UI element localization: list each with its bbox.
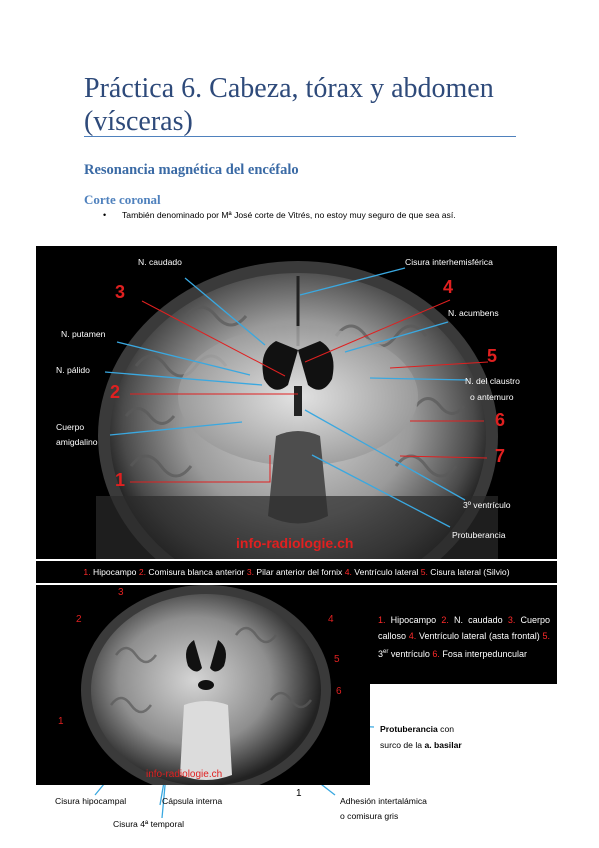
label-amigdalino-2: amigdalino	[56, 437, 98, 447]
label-caudado: N. caudado	[138, 257, 182, 267]
label-adhesion-1: Adhesión intertalámica	[340, 796, 427, 806]
label-protuberancia-2: Protuberancia con	[380, 724, 454, 734]
label-putamen: N. putamen	[61, 329, 106, 339]
caption-num: 1.	[378, 615, 386, 625]
caption-num: 6.	[432, 649, 440, 659]
caption-text: ventrículo	[388, 649, 433, 659]
page-number: 1	[296, 788, 302, 799]
label-palido: N. pálido	[56, 365, 90, 375]
marker-2: 2	[110, 382, 121, 402]
marker-7: 7	[495, 446, 506, 466]
marker-3: 3	[115, 282, 126, 302]
label-surco-bold: a. basilar	[424, 740, 462, 750]
label-surco-basilar: surco de la a. basilar	[380, 740, 462, 750]
brain-mri-image-2: info-radiologie.ch	[81, 585, 331, 795]
marker2-6: 6	[336, 686, 342, 697]
label-monro: Agujero de Monro	[280, 592, 349, 602]
label-3-ventriculo: 3º ventrículo	[463, 500, 511, 510]
marker2-1: 1	[58, 716, 64, 727]
label-protuberancia: Protuberancia	[452, 530, 506, 540]
figure-2-caption-box	[370, 585, 557, 684]
marker-5: 5	[487, 346, 498, 366]
mri-coronal-figure-1: info-radiologie.ch	[36, 246, 557, 611]
label-amigdalino-1: Cuerpo	[56, 422, 85, 432]
brain-mri-image-1: info-radiologie.ch	[96, 261, 498, 611]
watermark-2: info-radiologie.ch	[146, 769, 222, 780]
marker2-5: 5	[334, 654, 340, 665]
caption-text: Hipocampo	[385, 615, 442, 625]
caption-text: Cisura lateral (Silvio)	[427, 567, 510, 577]
figure-1-caption: 1. Hipocampo 2. Comisura blanca anterior…	[36, 561, 557, 583]
caption-num: 1.	[83, 567, 91, 577]
caption-num: 5.	[542, 631, 550, 641]
caption-text: Fosa interpeduncular	[439, 649, 527, 659]
caption-num: 3.	[507, 615, 516, 625]
caption-num: 2.	[138, 567, 147, 577]
label-capsula-interna: Cápsula interna	[162, 796, 223, 806]
bullet-marker: •	[103, 210, 107, 220]
caption-text: Comisura blanca anterior	[146, 567, 247, 577]
section-heading: Resonancia magnética del encéfalo	[84, 162, 299, 178]
caption-text: Ventrículo lateral	[351, 567, 421, 577]
mri-coronal-figure-2: info-radiologie.ch	[36, 585, 370, 795]
caption-text: 3	[378, 649, 384, 659]
watermark-1: info-radiologie.ch	[236, 535, 353, 551]
label-cisura-interhemisferica: Cisura interhemisférica	[405, 257, 493, 267]
caption-superscript: er	[383, 649, 389, 655]
label-adhesion-2: o comisura gris	[340, 811, 399, 821]
label-claustro-2: o antemuro	[470, 392, 514, 402]
title-divider	[84, 136, 516, 137]
caption-text: Hipocampo	[90, 567, 139, 577]
page-title: Práctica 6. Cabeza, tórax y abdomen (vís…	[84, 73, 494, 137]
caption-text: Ventrículo lateral (asta frontal)	[416, 631, 543, 641]
marker-6: 6	[495, 410, 506, 430]
caption-text: Pilar anterior del fornix	[253, 567, 345, 577]
marker2-2: 2	[76, 614, 82, 625]
marker2-4: 4	[328, 614, 334, 625]
caption-num: 2.	[441, 615, 449, 625]
caption-text: N. caudado	[448, 615, 508, 625]
subsection-heading: Corte coronal	[84, 192, 161, 207]
label-surco: surco de la	[380, 740, 425, 750]
label-protuberancia-bold: Protuberancia	[380, 724, 438, 734]
label-cisura-hipocampal: Cisura hipocampal	[55, 796, 127, 806]
label-acumbens: N. acumbens	[448, 308, 499, 318]
caption-num: 4.	[344, 567, 352, 577]
caption-text: Cuerpo calloso	[378, 615, 550, 641]
label-protuberancia-rest: con	[437, 724, 455, 734]
marker-1: 1	[115, 470, 126, 490]
label-claustro-1: N. del claustro	[465, 376, 520, 386]
marker-4: 4	[443, 277, 454, 297]
figure-2-caption: 1. Hipocampo 2. N. caudado 3. Cuerpo cal…	[378, 612, 550, 662]
marker2-3: 3	[118, 587, 124, 598]
caption-num: 5.	[420, 567, 428, 577]
caption-num: 4.	[408, 631, 417, 641]
label-cisura-temporal: Cisura 4ª temporal	[113, 819, 185, 829]
caption-num: 3.	[246, 567, 254, 577]
bullet-text: También denominado por Mª José corte de …	[122, 210, 456, 220]
